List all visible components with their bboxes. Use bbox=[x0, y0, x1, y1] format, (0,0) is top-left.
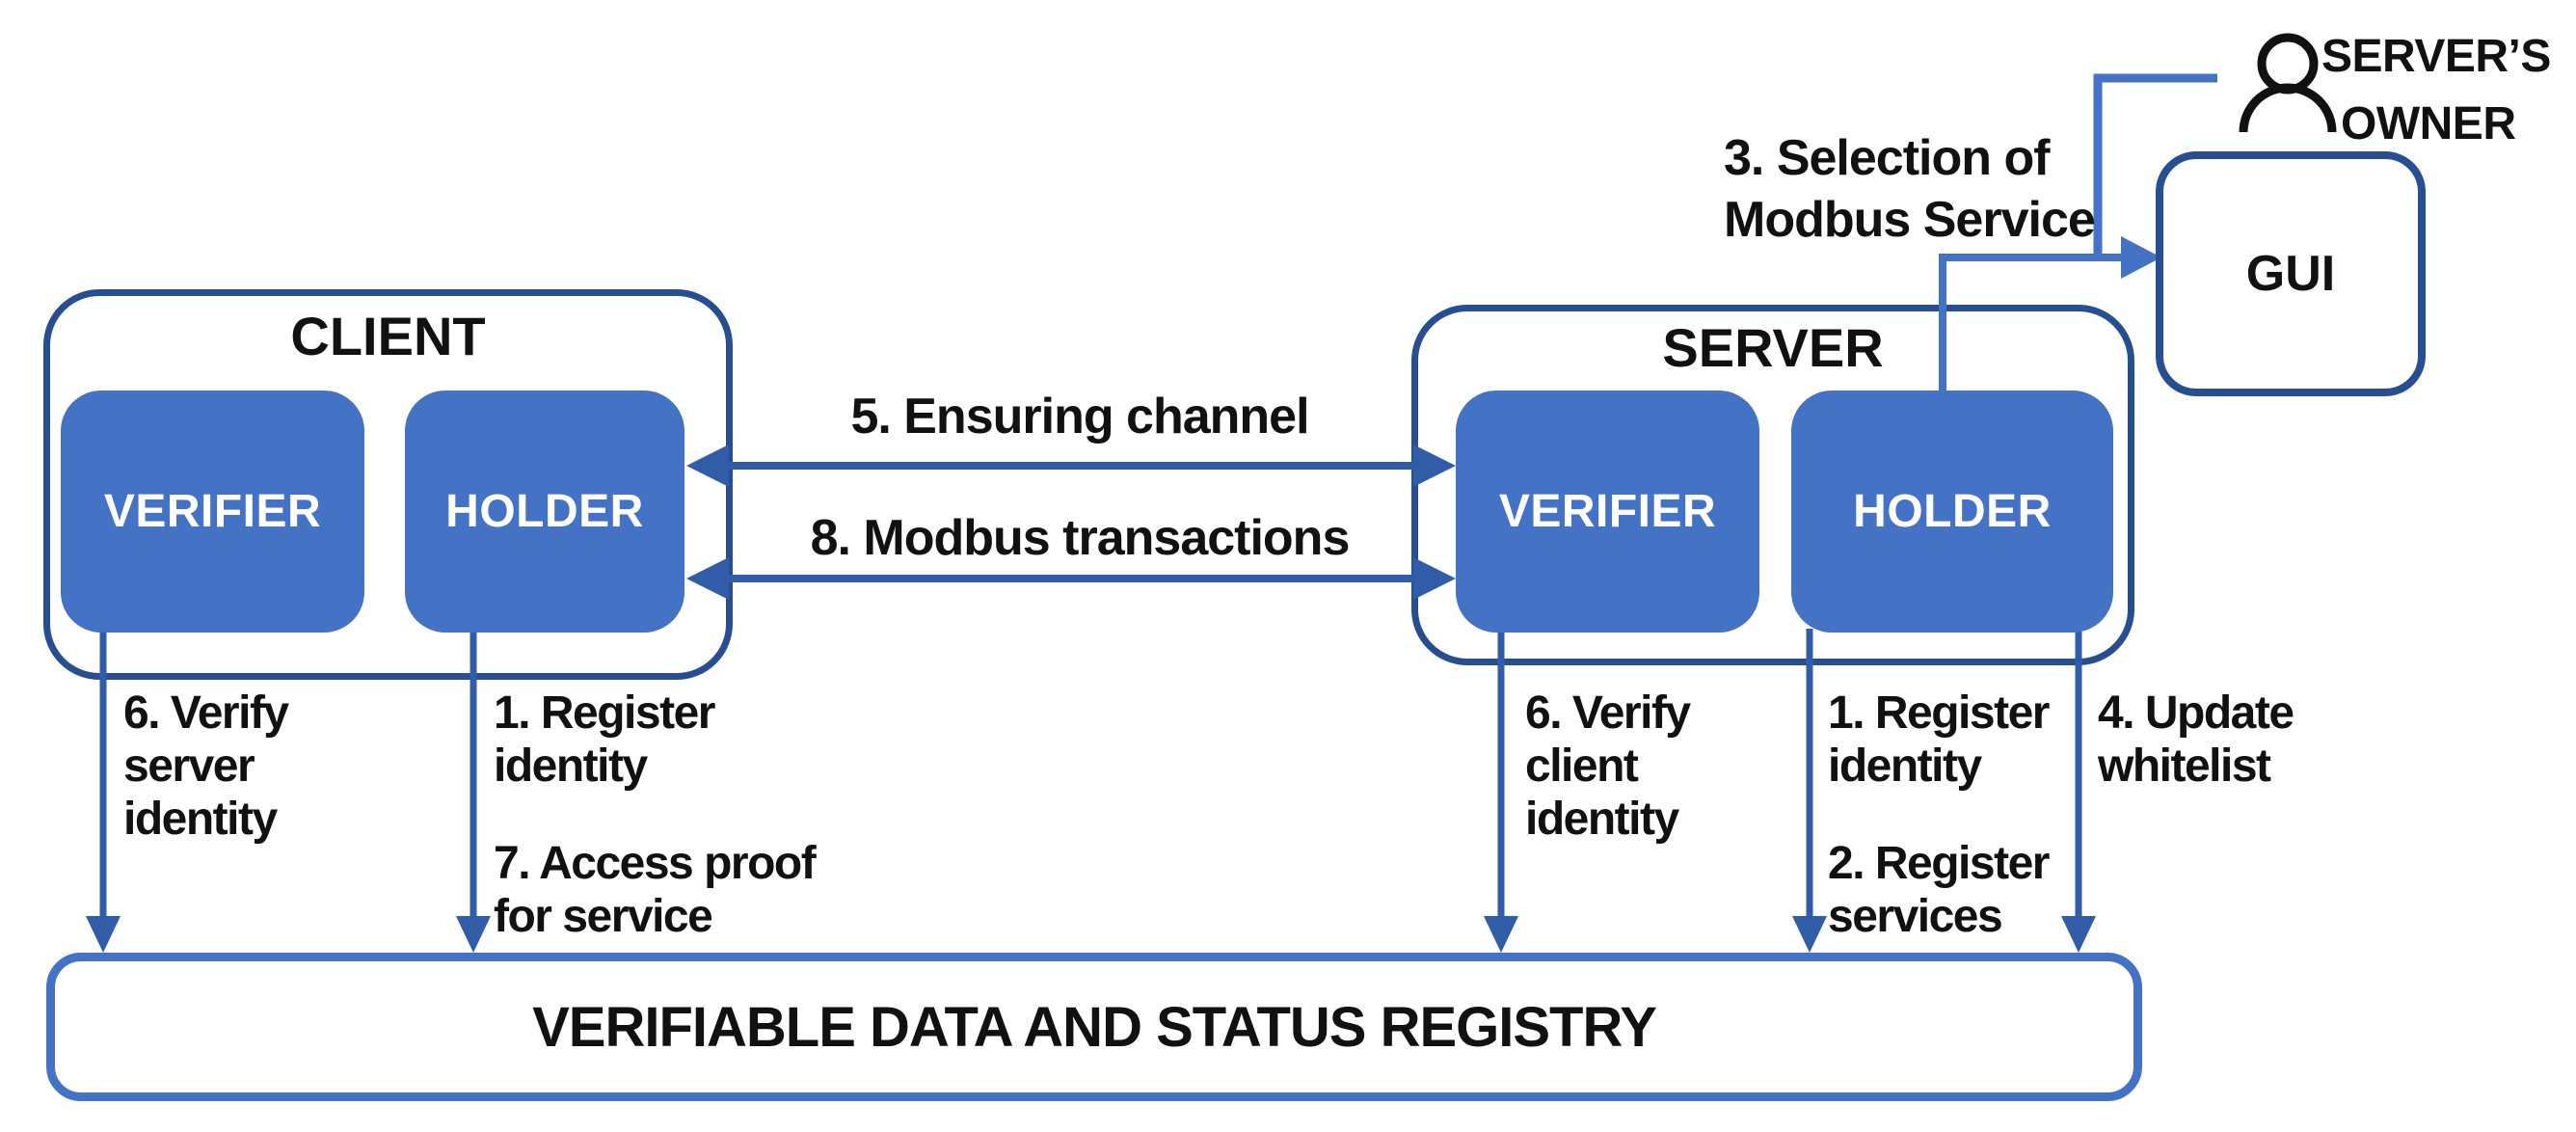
flow-label-modbus-transactions: 8. Modbus transactions bbox=[810, 510, 1351, 566]
server-owner-line2: OWNER bbox=[2341, 98, 2516, 149]
client-holder-label: HOLDER bbox=[445, 486, 644, 537]
selection-elbow-line bbox=[1939, 254, 2125, 395]
client-container bbox=[43, 289, 733, 680]
person-icon bbox=[2239, 33, 2337, 133]
gui-box: GUI bbox=[2156, 151, 2426, 396]
server-holder-box: HOLDER bbox=[1791, 391, 2113, 633]
flow-label-selection: 3. Selection of Modbus Service bbox=[1724, 130, 2096, 248]
server-owner-label: SERVER’S OWNER bbox=[2321, 23, 2551, 158]
client-verifier-label: VERIFIER bbox=[103, 486, 322, 537]
owner-elbow-line bbox=[2093, 73, 2217, 257]
gui-arrowhead bbox=[2121, 236, 2161, 279]
ensuring-left-arrowhead bbox=[686, 445, 729, 487]
server-title: SERVER bbox=[1662, 317, 1884, 378]
client-verifier-box: VERIFIER bbox=[61, 391, 364, 633]
server-owner-line1: SERVER’S bbox=[2321, 31, 2551, 82]
flow-label-register-identity-server: 1. Register identity bbox=[1828, 687, 2050, 792]
modbus-right-arrowhead bbox=[1413, 557, 1456, 600]
gui-label: GUI bbox=[2245, 246, 2336, 302]
flow-label-verify-server: 6. Verify server identity bbox=[123, 687, 289, 845]
registry-box: VERIFIABLE DATA AND STATUS REGISTRY bbox=[46, 953, 2142, 1101]
server-holder-label: HOLDER bbox=[1853, 486, 2052, 537]
verify-server-arrowhead bbox=[86, 916, 121, 953]
client-holder-box: HOLDER bbox=[405, 391, 684, 633]
flow-label-update-whitelist: 4. Update whitelist bbox=[2098, 687, 2294, 792]
register-identity-server-arrowhead bbox=[1792, 916, 1827, 953]
flow-label-register-identity-client: 1. Register identity bbox=[494, 687, 715, 792]
flow-label-ensuring-channel: 5. Ensuring channel bbox=[850, 389, 1309, 445]
flow-label-register-services: 2. Register services bbox=[1828, 838, 2050, 942]
server-verifier-box: VERIFIER bbox=[1456, 391, 1759, 633]
server-verifier-label: VERIFIER bbox=[1498, 486, 1717, 537]
modbus-left-arrowhead bbox=[686, 557, 729, 600]
verify-client-arrowhead bbox=[1484, 916, 1518, 953]
registry-label: VERIFIABLE DATA AND STATUS REGISTRY bbox=[532, 995, 1657, 1059]
update-whitelist-arrowhead bbox=[2061, 916, 2096, 953]
client-title: CLIENT bbox=[290, 306, 486, 366]
flow-label-verify-client: 6. Verify client identity bbox=[1525, 687, 1691, 845]
register-identity-client-arrowhead bbox=[456, 916, 491, 953]
ensuring-right-arrowhead bbox=[1413, 445, 1456, 487]
flow-label-access-proof: 7. Access proof for service bbox=[494, 838, 817, 942]
